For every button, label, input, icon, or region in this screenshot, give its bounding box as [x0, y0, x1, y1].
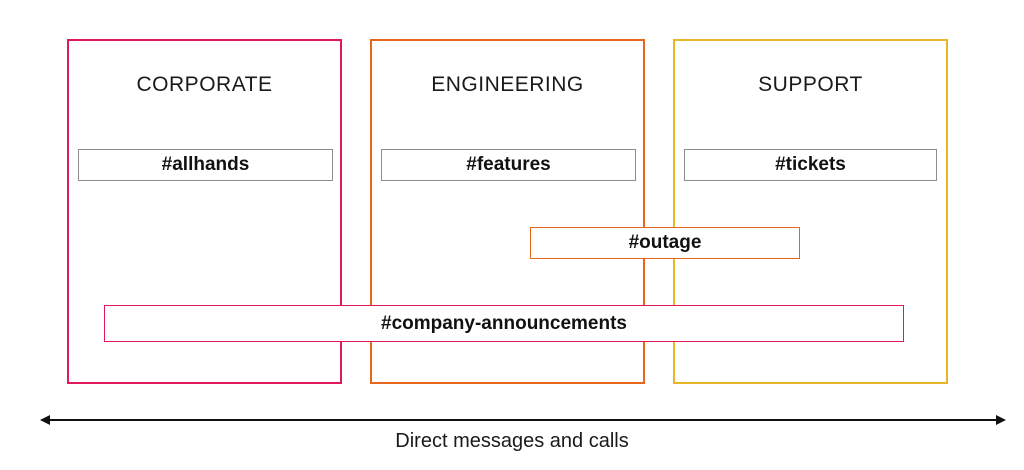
- support-title: SUPPORT: [758, 73, 863, 96]
- engineering-group: ENGINEERING: [370, 39, 645, 384]
- corporate-title: CORPORATE: [136, 73, 273, 96]
- channel-tickets: #tickets: [684, 149, 937, 181]
- support-group: SUPPORT: [673, 39, 948, 384]
- engineering-title: ENGINEERING: [431, 73, 584, 96]
- direct-messages-axis-arrow: [40, 415, 1006, 425]
- channel-outage: #outage: [530, 227, 800, 259]
- corporate-group: CORPORATE: [67, 39, 342, 384]
- channel-allhands: #allhands: [78, 149, 333, 181]
- axis-label: Direct messages and calls: [395, 430, 629, 452]
- channel-features: #features: [381, 149, 636, 181]
- channel-company-announcements: #company-announcements: [104, 305, 904, 342]
